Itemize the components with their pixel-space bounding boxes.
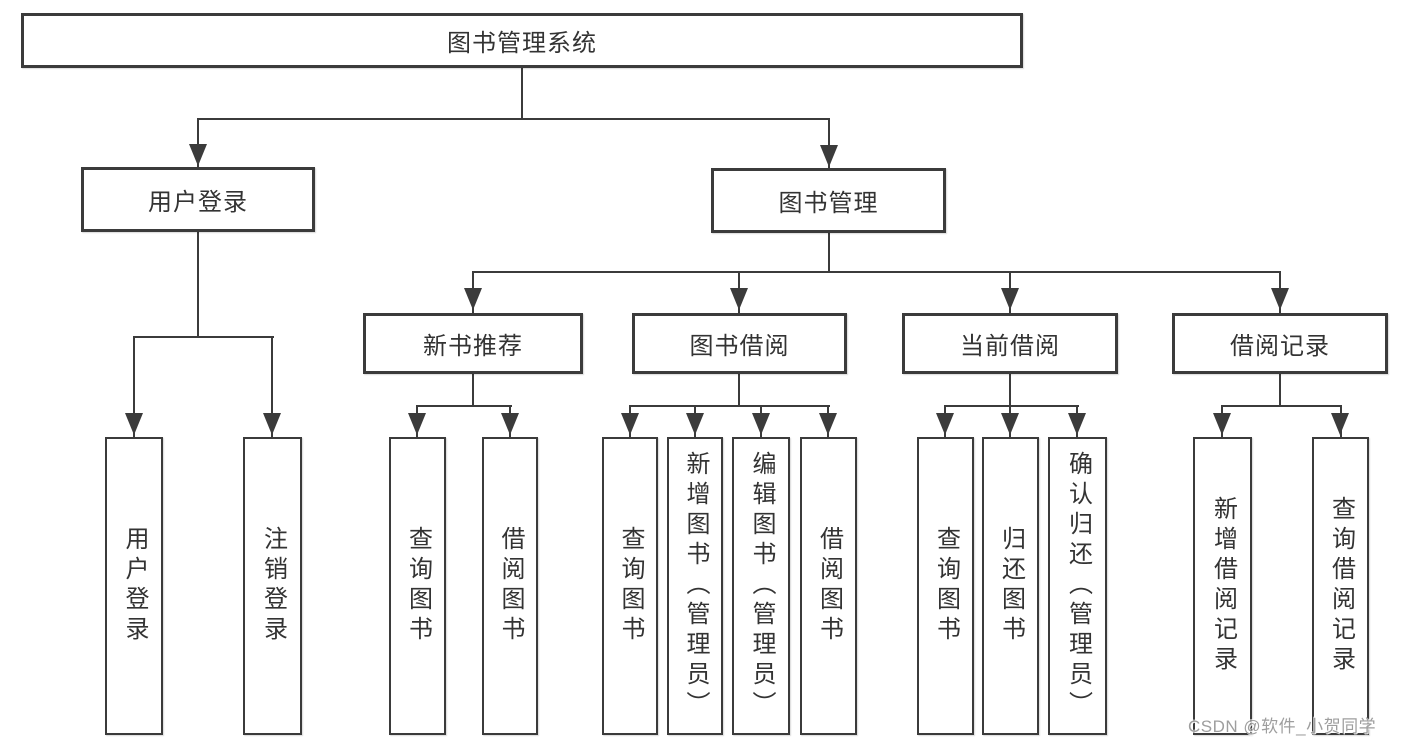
connector-stub-leaf-logout <box>271 336 273 437</box>
connector-stub-book-management <box>828 118 830 168</box>
arrowhead <box>819 413 837 435</box>
arrowhead-leaf-logout <box>263 413 281 435</box>
leaf-confirm-return-admin: 确认归还（管理员） <box>1048 437 1107 735</box>
arrowhead-new-book <box>464 288 482 310</box>
arrowhead <box>501 413 519 435</box>
leaf-query-books-borrowing: 查询图书 <box>602 437 658 735</box>
node-book-borrowing: 图书借阅 <box>632 313 847 374</box>
connector-book-borrowing-branch <box>629 405 830 407</box>
leaf-confirm-return-admin-label: 确认归还（管理员） <box>1064 451 1092 721</box>
connector-borrowing-records-branch <box>1221 405 1342 407</box>
leaf-borrow-books-recommend: 借阅图书 <box>482 437 538 735</box>
arrowhead <box>408 413 426 435</box>
arrowhead-book-management <box>820 145 838 167</box>
arrowhead <box>936 413 954 435</box>
arrowhead-book-borrowing <box>730 288 748 310</box>
watermark: CSDN @软件_小贺同学 <box>1188 717 1377 736</box>
arrowhead <box>752 413 770 435</box>
leaf-edit-book-admin: 编辑图书（管理员） <box>732 437 790 735</box>
connector-current-borrowing-drop <box>1009 374 1011 407</box>
leaf-query-books-recommend-label: 查询图书 <box>404 526 432 646</box>
leaf-query-books-recommend: 查询图书 <box>389 437 446 735</box>
leaf-query-books-current-label: 查询图书 <box>932 526 960 646</box>
arrowhead <box>621 413 639 435</box>
arrowhead-user-login <box>189 144 207 166</box>
connector-book-borrowing-drop <box>738 374 740 407</box>
leaf-logout-label: 注销登录 <box>259 526 287 646</box>
arrowhead <box>1068 413 1086 435</box>
node-user-login: 用户登录 <box>81 167 315 232</box>
leaf-add-book-admin: 新增图书（管理员） <box>667 437 723 735</box>
connector-user-login-branch <box>133 336 274 338</box>
leaf-query-borrow-record-label: 查询借阅记录 <box>1327 496 1355 676</box>
leaf-add-book-admin-label: 新增图书（管理员） <box>682 451 709 721</box>
leaf-query-borrow-record: 查询借阅记录 <box>1312 437 1369 735</box>
connector-root-drop <box>521 68 523 120</box>
leaf-borrow-books-recommend-label: 借阅图书 <box>497 526 524 646</box>
connector-current-borrowing-branch <box>944 405 1079 407</box>
connector-stub-leaf-user-login <box>133 336 135 437</box>
node-borrowing-records: 借阅记录 <box>1172 313 1388 374</box>
leaf-edit-book-admin-label: 编辑图书（管理员） <box>748 451 775 721</box>
leaf-return-books-label: 归还图书 <box>997 526 1025 646</box>
leaf-add-borrow-record-label: 新增借阅记录 <box>1209 496 1237 676</box>
node-book-management: 图书管理 <box>711 168 946 233</box>
arrowhead <box>686 413 704 435</box>
arrowhead <box>1331 413 1349 435</box>
leaf-return-books: 归还图书 <box>982 437 1039 735</box>
leaf-add-borrow-record: 新增借阅记录 <box>1193 437 1252 735</box>
connector-borrowing-records-drop <box>1279 374 1281 407</box>
arrowhead-leaf-user-login <box>125 413 143 435</box>
arrowhead <box>1213 413 1231 435</box>
node-root: 图书管理系统 <box>21 13 1023 68</box>
leaf-borrow-books-borrowing: 借阅图书 <box>800 437 857 735</box>
leaf-user-login: 用户登录 <box>105 437 163 735</box>
connector-new-book-branch <box>416 405 512 407</box>
connector-root-branch <box>197 118 830 120</box>
leaf-query-books-borrowing-label: 查询图书 <box>617 526 644 646</box>
leaf-query-books-current: 查询图书 <box>917 437 974 735</box>
connector-user-login-drop <box>197 232 199 338</box>
leaf-borrow-books-borrowing-label: 借阅图书 <box>815 526 843 646</box>
arrowhead <box>1001 413 1019 435</box>
connector-new-book-drop <box>472 374 474 407</box>
leaf-user-login-label: 用户登录 <box>121 526 148 646</box>
node-current-borrowing: 当前借阅 <box>902 313 1118 374</box>
connector-stub-user-login <box>197 118 199 167</box>
leaf-logout: 注销登录 <box>243 437 302 735</box>
node-new-book-recommend: 新书推荐 <box>363 313 583 374</box>
connector-book-management-drop <box>828 233 830 273</box>
arrowhead-borrowing-records <box>1271 288 1289 310</box>
arrowhead-current-borrowing <box>1001 288 1019 310</box>
connector-book-management-branch <box>472 271 1281 273</box>
